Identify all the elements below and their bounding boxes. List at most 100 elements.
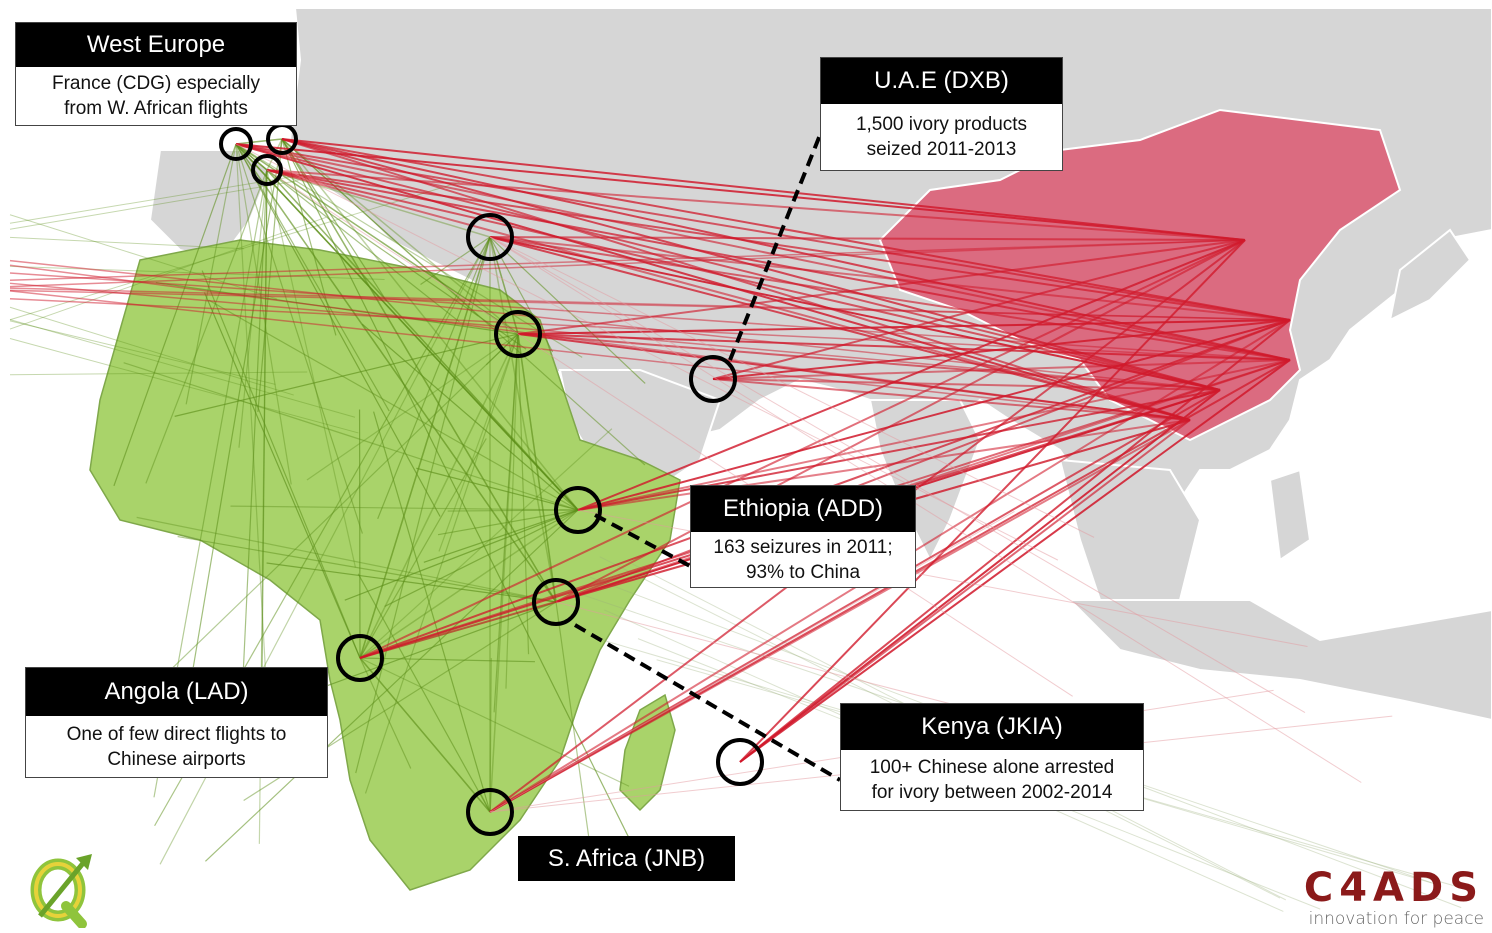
route-line	[235, 143, 579, 511]
route-line	[235, 143, 579, 511]
route-line	[9, 306, 294, 396]
route-line	[281, 138, 388, 302]
callout-body: France (CDG) especially from W. African …	[16, 67, 296, 125]
route-line	[260, 169, 268, 730]
circle-marker-icon	[336, 634, 384, 682]
route-line	[266, 169, 1221, 391]
route-line	[9, 239, 1246, 288]
route-line	[489, 658, 492, 813]
route-line	[377, 236, 491, 520]
callout-south-africa: S. Africa (JNB)	[518, 836, 735, 881]
route-line	[136, 516, 557, 603]
route-line	[9, 289, 1291, 321]
route-line	[230, 505, 579, 511]
callout-line: France (CDG) especially	[52, 73, 260, 94]
route-line	[174, 333, 519, 417]
route-line	[359, 657, 535, 663]
route-line	[238, 169, 268, 448]
route-line	[281, 138, 557, 603]
route-line	[344, 509, 579, 601]
route-line	[420, 236, 491, 285]
madagascar-region	[619, 693, 676, 812]
route-line	[235, 143, 390, 412]
route-line	[712, 319, 1291, 380]
route-line	[235, 143, 363, 534]
route-line	[359, 236, 491, 659]
route-line	[489, 236, 1362, 783]
route-line	[9, 337, 359, 434]
route-line	[114, 333, 519, 725]
callout-title: Ethiopia (ADD)	[691, 486, 915, 532]
route-line	[517, 333, 530, 655]
route-line	[9, 174, 306, 224]
route-line	[517, 333, 1221, 391]
route-line	[739, 319, 1291, 763]
route-line	[235, 143, 441, 517]
route-line	[203, 292, 361, 659]
route-line	[9, 319, 356, 418]
circle-marker-icon	[219, 127, 253, 161]
route-line	[577, 419, 1191, 511]
callout-line: seized 2011-2013	[866, 139, 1017, 160]
route-line	[739, 359, 1291, 763]
leader-lines	[573, 134, 842, 782]
route-line	[555, 601, 592, 852]
route-line	[359, 657, 491, 813]
route-line	[9, 320, 276, 385]
route-line	[235, 143, 1059, 561]
callout-title: West Europe	[16, 23, 296, 67]
hub-markers	[219, 123, 764, 836]
route-line	[281, 138, 646, 466]
route-line	[266, 169, 1291, 361]
route-line	[489, 236, 1291, 361]
route-line	[712, 378, 1221, 391]
qgis-logo-icon	[30, 854, 92, 928]
route-line	[489, 236, 1246, 241]
route-line	[9, 259, 1221, 391]
circle-marker-icon	[494, 310, 542, 358]
route-line	[361, 323, 579, 511]
route-line	[266, 169, 357, 568]
route-line	[9, 371, 308, 376]
route-line	[373, 411, 491, 813]
route-line	[208, 299, 579, 511]
land-indonesia	[1067, 599, 1492, 722]
route-line	[359, 657, 630, 787]
route-line	[438, 333, 519, 552]
route-line	[712, 239, 1246, 380]
route-line	[712, 378, 1191, 421]
brand-name: C4ADS	[1303, 865, 1484, 911]
route-line	[517, 333, 557, 603]
route-line	[555, 239, 1246, 603]
route-line	[235, 143, 268, 171]
callout-title: Angola (LAD)	[26, 668, 327, 716]
leader-uae	[728, 134, 822, 361]
route-line	[266, 562, 557, 603]
brand-logo: C4ADS innovation for peace	[1304, 867, 1484, 929]
leader-kenya	[573, 623, 842, 782]
route-line	[235, 143, 268, 171]
callout-line: for ivory between 2002-2014	[871, 782, 1113, 803]
callout-west-europe: West Europe France (CDG) especially from…	[15, 22, 297, 126]
callout-body: One of few direct flights to Chinese air…	[26, 716, 327, 777]
route-line	[517, 319, 1291, 335]
route-line	[235, 138, 283, 145]
route-line	[489, 236, 1095, 538]
route-line	[517, 333, 557, 603]
route-line	[257, 138, 283, 413]
route-line	[9, 239, 1246, 281]
land-japan	[1388, 228, 1472, 322]
callout-body: 1,500 ivory products seized 2011-2013	[821, 104, 1062, 170]
route-line	[9, 236, 245, 250]
route-line	[739, 419, 1191, 763]
route-line	[266, 169, 1291, 321]
callout-body: 100+ Chinese alone arrested for ivory be…	[841, 750, 1143, 810]
callout-line: from W. African flights	[64, 98, 248, 119]
route-line	[266, 169, 527, 350]
route-line	[739, 239, 1246, 763]
circle-marker-icon	[554, 486, 602, 534]
route-line	[423, 509, 579, 563]
route-line	[489, 510, 1015, 813]
